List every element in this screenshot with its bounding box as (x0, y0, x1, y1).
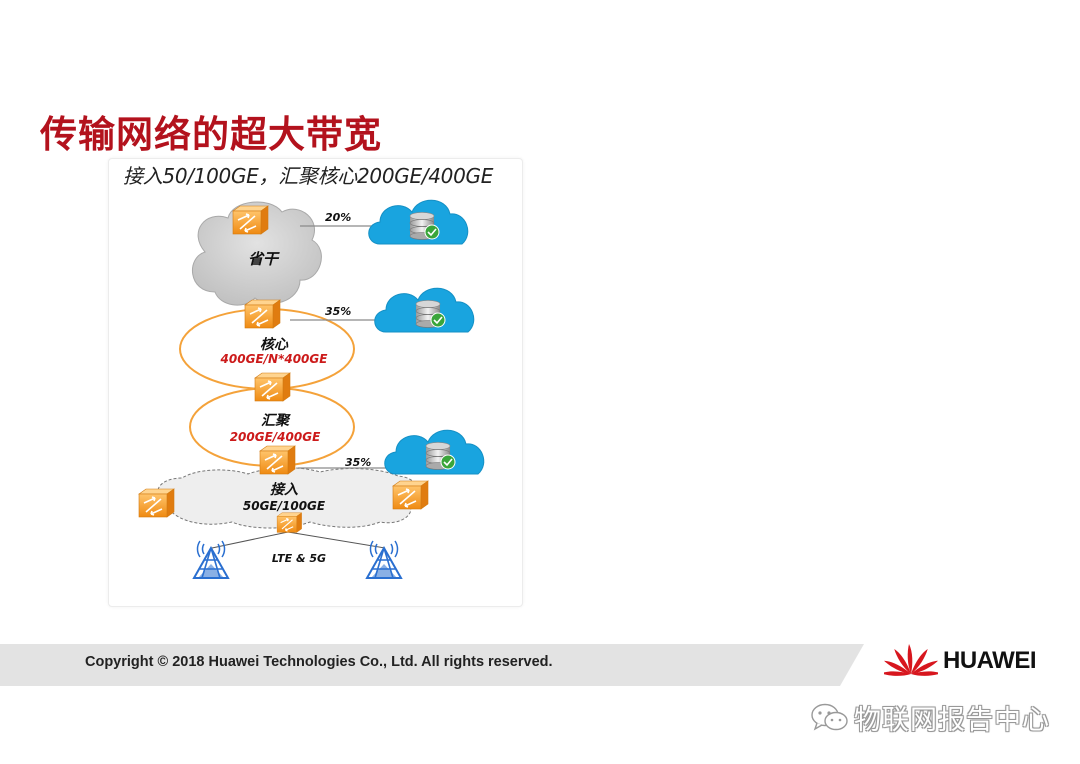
copyright-text: Copyright © 2018 Huawei Technologies Co.… (85, 654, 553, 670)
core-aggregation-router (254, 372, 291, 402)
diagram-subtitle: 接入50/100GE，汇聚核心200GE/400GE (123, 164, 494, 188)
provincial-link-percent: 20% (325, 211, 351, 224)
core-link-percent: 35% (325, 305, 351, 318)
core-router (244, 299, 281, 329)
provincial-label: 省干 (248, 250, 280, 268)
datacenter-cloud-core (373, 287, 475, 333)
access-link-percent: 35% (345, 456, 371, 469)
provincial-router (232, 205, 269, 235)
access-router-right (392, 480, 429, 510)
aggregation-label: 汇聚 (261, 413, 291, 429)
watermark: 物联网报告中心 (810, 698, 1050, 737)
watermark-text: 物联网报告中心 (854, 705, 1050, 736)
link-tower-right (287, 531, 386, 549)
tower-right-icon (366, 540, 402, 579)
aggregation-access-router (259, 445, 296, 475)
core-label: 核心 (260, 336, 289, 353)
core-bandwidth: 400GE/N*400GE (220, 352, 329, 366)
tower-left-icon (193, 540, 229, 579)
access-label: 接入 (270, 481, 298, 498)
radio-label: LTE & 5G (272, 552, 326, 565)
footer-logo-area (840, 644, 1080, 686)
datacenter-cloud-provincial (367, 199, 469, 245)
datacenter-cloud-access (383, 429, 485, 475)
huawei-logo-icon (884, 644, 938, 676)
wechat-icon (811, 703, 848, 731)
access-bandwidth: 50GE/100GE (243, 499, 326, 513)
aggregation-bandwidth: 200GE/400GE (230, 430, 321, 444)
huawei-brand-text: HUAWEI (943, 647, 1037, 674)
access-router-left (138, 488, 175, 518)
access-router-bottom (276, 512, 303, 533)
access-cloud (157, 467, 418, 529)
slide-title: 传输网络的超大带宽 (40, 113, 382, 156)
